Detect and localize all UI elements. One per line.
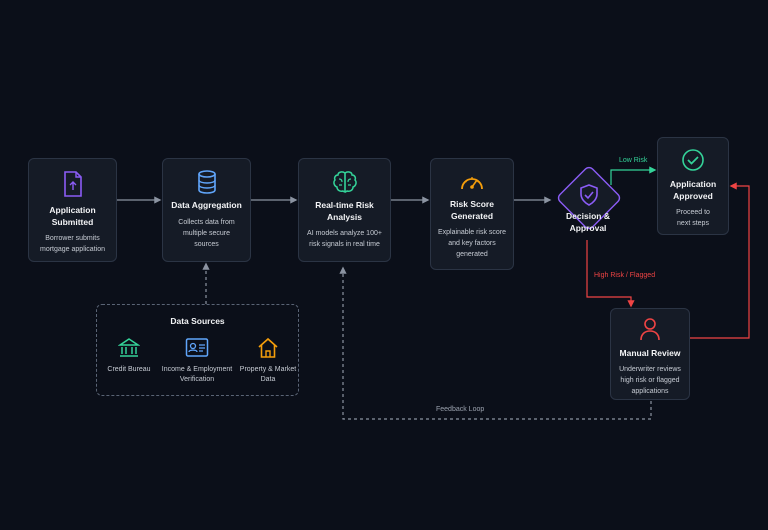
node-risk-score: Risk Score Generated Explainable risk sc…: [430, 158, 514, 270]
node-desc: Underwriter reviews: [619, 366, 681, 373]
user-icon: [640, 318, 660, 341]
node-desc: high risk or flagged: [620, 377, 680, 384]
node-title: Approved: [673, 191, 713, 201]
data-source-property-market: Property & Market Data: [235, 337, 301, 385]
edge-low-risk: [610, 166, 657, 185]
node-desc: sources: [194, 241, 219, 248]
edge-review-approved: [690, 182, 750, 339]
edge-feedback-loop: [339, 266, 652, 420]
node-title: Approval: [569, 223, 607, 233]
node-application-approved: Application Approved Proceed to next ste…: [657, 137, 729, 235]
node-desc: Borrower submits: [45, 235, 100, 242]
node-risk-analysis: Real-time Risk Analysis AI models analyz…: [298, 158, 391, 262]
bank-icon: [118, 338, 140, 357]
gauge-icon: [461, 177, 483, 190]
node-manual-review: Manual Review Underwriter reviews high r…: [610, 308, 690, 400]
data-source-credit-bureau: Credit Bureau: [101, 337, 157, 375]
data-source-label: Data: [260, 376, 276, 383]
node-desc: generated: [456, 251, 488, 258]
data-source-label: Verification: [179, 376, 215, 383]
edge-label-feedback-loop: Feedback Loop: [436, 406, 485, 413]
node-title: Application: [669, 179, 717, 189]
edge-label-high-risk: High Risk / Flagged: [594, 272, 656, 279]
edge-label-low-risk: Low Risk: [619, 157, 648, 164]
node-title: Real-time Risk: [315, 200, 374, 210]
node-desc: Proceed to: [676, 209, 710, 216]
check-circle-icon: [682, 149, 704, 171]
node-title: Application: [49, 205, 96, 215]
shield-check-icon: [580, 184, 598, 206]
node-desc: Collects data from: [178, 219, 235, 226]
node-title: Submitted: [51, 217, 94, 227]
node-title: Generated: [450, 211, 494, 221]
node-desc: next steps: [677, 220, 709, 227]
node-title: Risk Score: [450, 199, 494, 209]
database-icon: [197, 170, 216, 194]
data-source-label: Property & Market: [239, 366, 297, 373]
node-desc: multiple secure: [182, 230, 231, 237]
node-desc: applications: [631, 388, 669, 395]
data-source-label: Income & Employment: [161, 366, 233, 373]
edge-high-risk: [586, 240, 635, 308]
node-title: Analysis: [327, 212, 362, 222]
node-desc: mortgage application: [40, 246, 105, 253]
node-desc: Explainable risk score: [437, 229, 507, 236]
data-sources-group: Data Sources Credit Bureau Income & Empl…: [96, 304, 299, 396]
id-card-icon: [185, 338, 209, 357]
data-sources-title: Data Sources: [170, 316, 225, 326]
node-title: Manual Review: [619, 348, 681, 358]
document-upload-icon: [63, 171, 82, 197]
node-decision-approval: Decision & Approval: [556, 210, 620, 234]
node-desc: and key factors: [448, 240, 496, 247]
node-desc: risk signals in real time: [309, 241, 380, 248]
data-source-label: Credit Bureau: [107, 366, 151, 373]
brain-icon: [332, 171, 357, 193]
node-desc: AI models analyze 100+: [307, 230, 382, 237]
node-data-aggregation: Data Aggregation Collects data from mult…: [162, 158, 251, 262]
data-source-income-employment: Income & Employment Verification: [159, 337, 235, 385]
node-title: Decision &: [566, 211, 610, 221]
node-title: Data Aggregation: [171, 200, 242, 210]
house-icon: [258, 337, 278, 358]
node-application-submitted: Application Submitted Borrower submits m…: [28, 158, 117, 262]
